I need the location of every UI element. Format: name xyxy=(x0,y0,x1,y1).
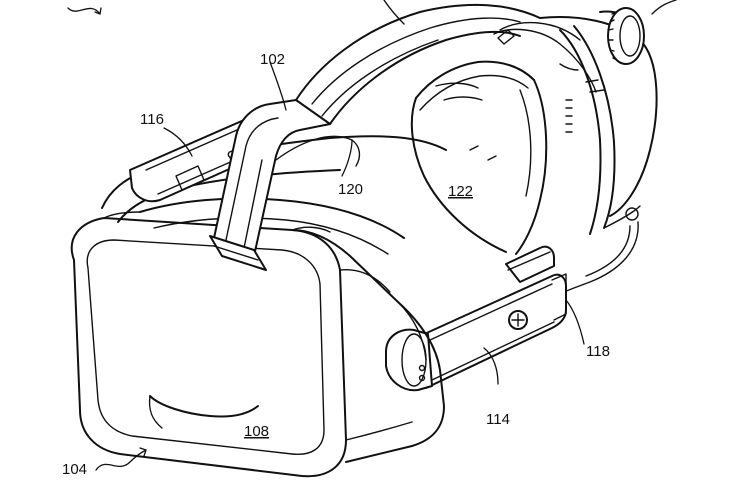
leader-lines xyxy=(95,61,585,471)
top-left-arrow xyxy=(67,7,102,15)
rear-cradle xyxy=(493,7,658,297)
label-104: 104 xyxy=(62,461,87,478)
top-right-leader xyxy=(651,0,677,15)
side-arm xyxy=(385,245,567,392)
label-116: 116 xyxy=(140,111,164,128)
label-118: 118 xyxy=(586,343,610,360)
top-strap xyxy=(295,0,541,125)
label-114: 114 xyxy=(486,411,510,428)
label-108: 108 xyxy=(244,423,269,440)
label-102: 102 xyxy=(260,51,285,68)
label-120: 120 xyxy=(338,181,363,198)
label-122: 122 xyxy=(448,183,473,200)
inner-padding xyxy=(410,60,548,255)
